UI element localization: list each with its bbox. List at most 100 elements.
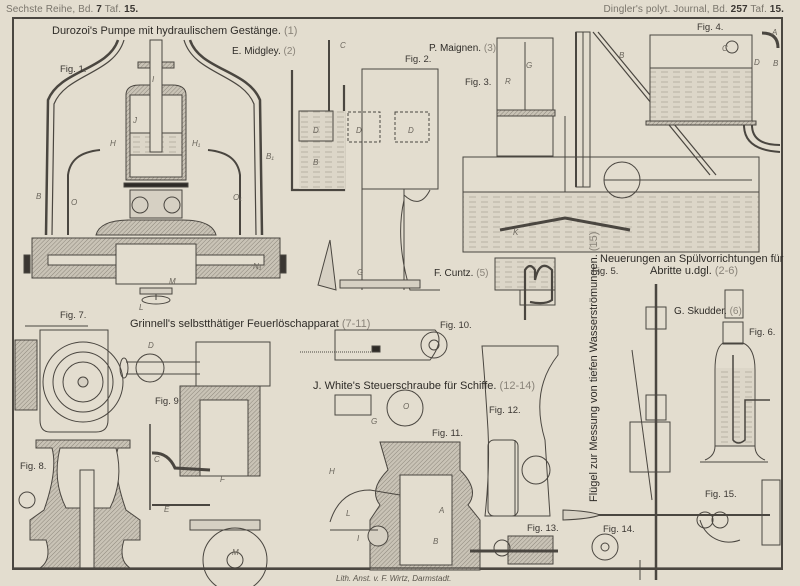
title-ref: (6) bbox=[729, 306, 742, 317]
part-label: O bbox=[71, 198, 78, 207]
fig-label-3: Fig. 3. bbox=[465, 77, 492, 88]
title-ref: (5) bbox=[476, 268, 489, 279]
fig-label-6: Fig. 6. bbox=[749, 327, 776, 338]
title-text: Grinnell's selbstthätiger Feuerlöschappa… bbox=[130, 318, 339, 330]
fig-label-11: Fig. 11. bbox=[432, 428, 463, 439]
part-label: B bbox=[619, 51, 625, 60]
title-text: G. Skudder. bbox=[674, 306, 727, 317]
fig11-drawing bbox=[329, 389, 481, 571]
title-white: J. White's Steuerschraube für Schiffe. (… bbox=[313, 380, 535, 392]
title-line2: Abritte u.dgl. bbox=[650, 265, 712, 277]
part-label: J bbox=[133, 116, 137, 125]
fig2-tank-drawing bbox=[290, 40, 440, 291]
part-label: D bbox=[356, 126, 362, 135]
fig-label-4: Fig. 4. bbox=[697, 22, 724, 33]
part-label: H bbox=[329, 467, 335, 476]
fig4-cistern-drawing bbox=[645, 31, 781, 153]
part-label: G bbox=[526, 61, 533, 70]
part-label: B bbox=[433, 537, 439, 546]
part-label: C bbox=[722, 44, 728, 53]
title-text: P. Maignen. bbox=[429, 43, 482, 54]
fig-label-13: Fig. 13. bbox=[527, 523, 559, 534]
part-label: F bbox=[220, 475, 225, 484]
fig13-14-drawing bbox=[470, 533, 619, 565]
fig-label-7: Fig. 7. bbox=[60, 310, 87, 321]
part-label: A bbox=[439, 506, 445, 515]
title-midgley: E. Midgley. (2) bbox=[232, 46, 296, 57]
fig7-valve-drawing bbox=[14, 325, 124, 433]
part-label: R bbox=[505, 77, 511, 86]
series-label: Sechste Reihe, Bd. bbox=[6, 4, 94, 15]
part-label: M bbox=[169, 277, 176, 286]
part-label: O bbox=[403, 402, 410, 411]
volume-number: 7 bbox=[96, 4, 102, 15]
part-label: M bbox=[232, 548, 239, 557]
title-text: Flügel zur Messung von tiefen Wasserströ… bbox=[588, 254, 600, 502]
title-text: Durozoi's Pumpe mit hydraulischem Gestän… bbox=[52, 25, 281, 37]
part-label: K bbox=[513, 228, 519, 237]
part-label: D bbox=[313, 126, 319, 135]
part-label: N₁ bbox=[253, 262, 262, 271]
fig-label-9: Fig. 9. bbox=[155, 396, 182, 407]
part-label: H₁ bbox=[192, 139, 201, 148]
title-spuelvorrichtungen: Neuerungen an Spülvorrichtungen für Abri… bbox=[600, 253, 783, 277]
part-label: D bbox=[148, 341, 154, 350]
fig12-rudder-drawing bbox=[481, 345, 559, 517]
part-label: G bbox=[371, 417, 378, 426]
part-label: G bbox=[357, 268, 364, 277]
plate-label: Taf. bbox=[750, 4, 767, 15]
title-line1: Neuerungen an Spülvorrichtungen für bbox=[600, 253, 784, 265]
fig-label-10: Fig. 10. bbox=[440, 320, 472, 331]
fig5-siphon-drawing bbox=[494, 257, 556, 320]
part-label: A bbox=[772, 28, 778, 37]
title-text: F. Cuntz. bbox=[434, 268, 474, 279]
fig-label-15: Fig. 15. bbox=[705, 489, 737, 500]
fig-label-14: Fig. 14. bbox=[603, 524, 635, 535]
fig10-drawing bbox=[300, 329, 448, 361]
part-label: H bbox=[110, 139, 116, 148]
part-label: B₁ bbox=[266, 152, 274, 161]
plate-number: 15. bbox=[124, 4, 139, 15]
header-right: Dingler's polyt. Journal, Bd. 257 Taf. 1… bbox=[603, 4, 784, 15]
plate-label: Taf. bbox=[104, 4, 122, 15]
fig-label-2: Fig. 2. bbox=[405, 54, 432, 65]
title-cuntz: F. Cuntz. (5) bbox=[434, 268, 488, 279]
part-label: L bbox=[346, 509, 351, 518]
fig3-flush-drawing bbox=[462, 31, 760, 253]
title-ref: (12-14) bbox=[499, 380, 536, 392]
title-skudder: G. Skudder. (6) bbox=[674, 306, 742, 317]
part-label: B bbox=[313, 158, 319, 167]
title-ref: (7-11) bbox=[341, 318, 371, 330]
header-left: Sechste Reihe, Bd. 7 Taf. 15. bbox=[6, 4, 138, 15]
title-ref: (1) bbox=[283, 25, 298, 37]
part-label: D bbox=[754, 58, 760, 67]
lithographer-imprint: Lith. Anst. v. F. Wirtz, Darmstadt. bbox=[336, 574, 452, 583]
title-grinnell: Grinnell's selbstthätiger Feuerlöschappa… bbox=[130, 318, 370, 330]
fig6-vessel-drawing bbox=[700, 289, 770, 463]
part-label: O₁ bbox=[233, 193, 242, 202]
fig-label-12: Fig. 12. bbox=[489, 405, 521, 416]
journal-label: Dingler's polyt. Journal, Bd. bbox=[603, 4, 728, 15]
title-ref: (15) bbox=[588, 231, 600, 252]
plate-number: 15. bbox=[769, 4, 784, 15]
title-ref: (2) bbox=[283, 46, 296, 57]
journal-volume: 257 bbox=[730, 4, 748, 15]
part-label: C bbox=[154, 455, 160, 464]
part-label: L bbox=[139, 303, 144, 312]
fig9-sprinkler-drawing bbox=[119, 341, 271, 586]
title-ref: (3) bbox=[483, 43, 497, 54]
part-label: I bbox=[357, 534, 360, 543]
title-text: J. White's Steuerschraube für Schiffe. bbox=[313, 380, 497, 392]
title-maignen: P. Maignen. (3) bbox=[429, 43, 496, 54]
part-label: B bbox=[773, 59, 779, 68]
fig-label-8: Fig. 8. bbox=[20, 461, 47, 472]
fig8-valve-drawing bbox=[18, 439, 141, 569]
part-label: C bbox=[340, 41, 346, 50]
fig-label-1: Fig. 1. bbox=[60, 64, 87, 75]
fig-label-5: Fig. 5. bbox=[592, 266, 619, 277]
part-label: D bbox=[408, 126, 414, 135]
part-label: E bbox=[164, 505, 170, 514]
title-text: E. Midgley. bbox=[232, 46, 281, 57]
